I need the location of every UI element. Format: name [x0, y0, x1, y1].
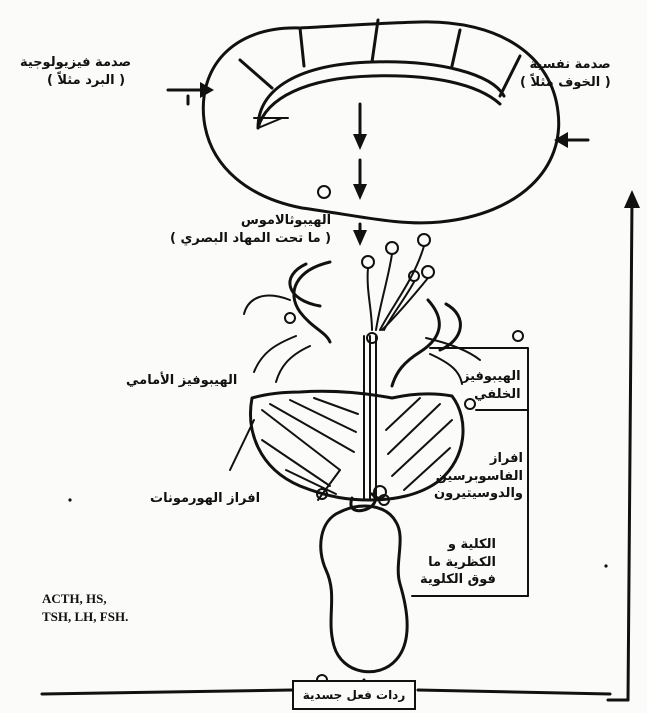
- hormone-list-line-2: TSH, LH, FSH.: [42, 608, 128, 626]
- small-circle: [285, 313, 295, 323]
- posterior-pituitary-label: الهيبوفيز الخلفي: [462, 368, 521, 403]
- psychological-stress-label: صدمة نفسية ( الخوف مثلاً ): [520, 56, 611, 91]
- hormone-secretion-line-1: افراز الهورمونات: [150, 490, 260, 508]
- stray-dot: [68, 498, 71, 501]
- body-response-box: ردات فعل جسدية: [292, 680, 416, 710]
- anterior-pituitary-label: الهيبوفيز الأمامي: [126, 372, 237, 390]
- hypothalamus-neurons: [362, 234, 434, 330]
- psychological-stress-line-1: صدمة نفسية: [520, 56, 611, 74]
- body-response-text: ردات فعل جسدية: [303, 688, 406, 702]
- hypothalamus-line-2: ( ما تحت المهاد البصري ): [170, 230, 331, 248]
- hormone-list-label: ACTH, HS, TSH, LH, FSH.: [42, 590, 128, 625]
- kidney-adrenal-label: الكلية و الكظرية ما فوق الكلوية: [420, 536, 496, 589]
- hypothalamus-label: الهيبوثالاموس ( ما تحت المهاد البصري ): [170, 212, 331, 247]
- kidney: [317, 486, 407, 700]
- kidney-adrenal-line-3: فوق الكلوية: [420, 571, 496, 589]
- vasopressin-secretion-label: افراز الفاسوبرسين والدوسيتيرون: [434, 450, 523, 503]
- vasopressin-line-1: افراز: [434, 450, 523, 468]
- kidney-adrenal-line-2: الكظرية ما: [420, 554, 496, 572]
- physiological-stress-label: صدمة فيزيولوجية ( البرد مثلاً ): [20, 54, 131, 89]
- vasopressin-line-3: والدوسيتيرون: [434, 485, 523, 503]
- anterior-pituitary-line-1: الهيبوفيز الأمامي: [126, 372, 237, 390]
- outer-feedback-line: [608, 190, 640, 700]
- vasopressin-line-2: الفاسوبرسين: [434, 468, 523, 486]
- posterior-pituitary-line-1: الهيبوفيز: [462, 368, 521, 386]
- hormone-list-line-1: ACTH, HS,: [42, 590, 128, 608]
- psychological-stress-line-2: ( الخوف مثلاً ): [520, 74, 611, 92]
- pituitary-gland: [230, 391, 463, 500]
- brain-outline: [203, 20, 558, 223]
- hypothalamus-line-1: الهيبوثالاموس: [170, 212, 331, 230]
- physiological-stress-line-2: ( البرد مثلاً ): [20, 72, 131, 90]
- hormone-secretion-label: افراز الهورمونات: [150, 490, 260, 508]
- posterior-pituitary-line-2: الخلفي: [462, 386, 521, 404]
- stray-dot: [604, 564, 607, 567]
- physiological-stress-line-1: صدمة فيزيولوجية: [20, 54, 131, 72]
- kidney-adrenal-line-1: الكلية و: [420, 536, 496, 554]
